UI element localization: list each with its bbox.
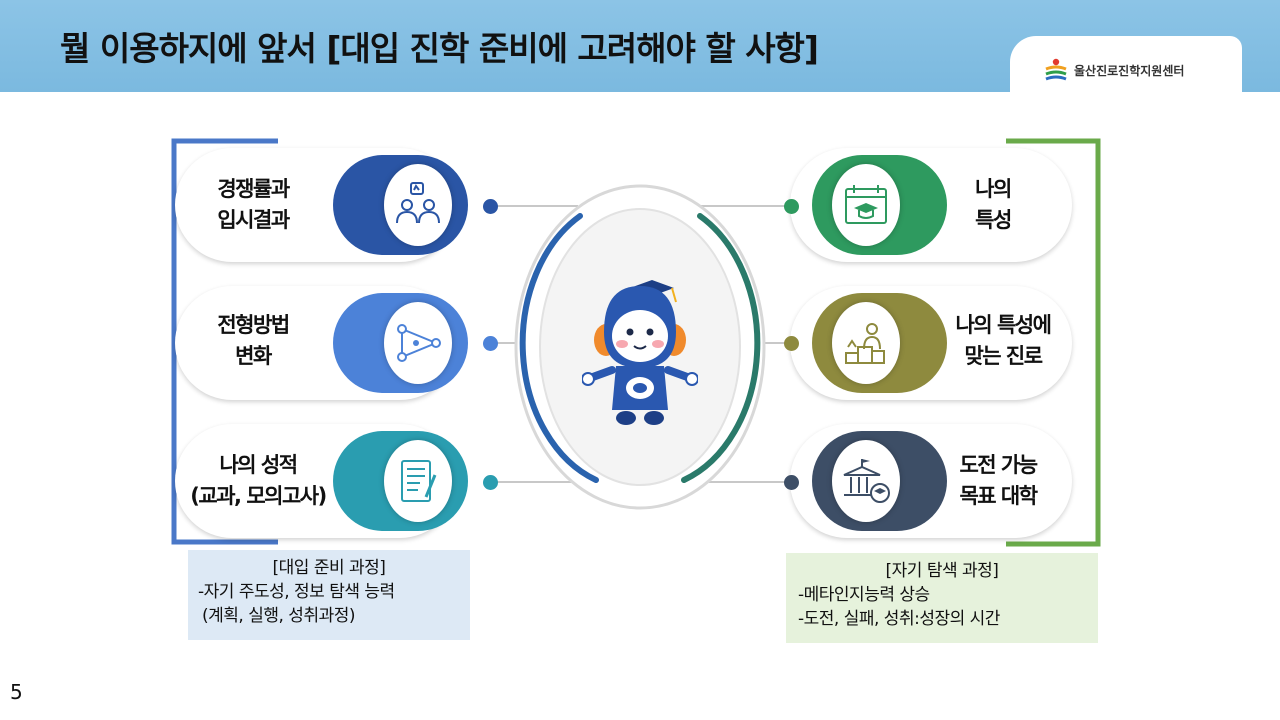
mascot-character	[582, 280, 698, 425]
competition-people-icon	[396, 182, 440, 224]
right-connector-dot-1	[784, 199, 799, 214]
left-icon-circle-1	[384, 164, 452, 246]
left-pill-grades-label: 나의 성적 (교과, 모의고사)	[190, 453, 327, 508]
left-icon-circle-3	[384, 440, 452, 522]
career-podium-icon	[845, 323, 885, 364]
left-info-box: [대입 준비 과정] -자기 주도성, 정보 탐색 능력 (계획, 실행, 성취…	[188, 550, 470, 640]
left-connector-dot-1	[483, 199, 498, 214]
report-sheet-icon	[401, 460, 437, 502]
right-info-line2: -도전, 실패, 성취:성장의 시간	[798, 609, 1000, 629]
right-info-box: [자기 탐색 과정] -메타인지능력 상승 -도전, 실패, 성취:성장의 시간	[786, 553, 1098, 643]
right-connector-dot-2	[784, 336, 799, 351]
page-number: 5	[10, 680, 23, 704]
logo-text: 울산진로진학지원센터	[1074, 64, 1185, 78]
right-icon-circle-2	[832, 302, 900, 384]
right-icon-circle-3	[832, 440, 900, 522]
right-connector-dot-3	[784, 475, 799, 490]
left-info-line1: -자기 주도성, 정보 탐색 능력	[198, 582, 395, 602]
page-title: 뭘 이용하지에 앞서 [대입 진학 준비에 고려해야 할 사항]	[60, 29, 819, 68]
right-icon-circle-1	[832, 164, 900, 246]
logo-tab	[1010, 36, 1242, 94]
left-connector-dot-2	[483, 336, 498, 351]
right-info-line1: -메타인지능력 상승	[798, 585, 930, 605]
calendar-graduation-icon	[845, 185, 887, 224]
left-bracket	[171, 138, 278, 545]
right-bracket	[1006, 138, 1101, 547]
right-pill-career-label: 나의 특성에 맞는 진로	[955, 313, 1052, 368]
network-triangle-icon	[397, 324, 441, 362]
left-info-title: [대입 준비 과정]	[272, 558, 386, 578]
left-icon-circle-2	[384, 302, 452, 384]
left-connector-dot-3	[483, 475, 498, 490]
center-logo-icon	[1045, 58, 1067, 81]
left-pill-method-label: 전형방법 변화	[217, 313, 290, 368]
right-pill-university-label: 도전 가능 목표 대학	[959, 453, 1038, 508]
university-building-icon	[843, 459, 890, 503]
left-info-line2: (계획, 실행, 성취과정)	[202, 606, 356, 626]
right-pill-traits-label: 나의 특성	[975, 177, 1012, 232]
right-info-title: [자기 탐색 과정]	[885, 561, 999, 581]
left-pill-competition-label: 경쟁률과 입시결과	[217, 177, 290, 232]
